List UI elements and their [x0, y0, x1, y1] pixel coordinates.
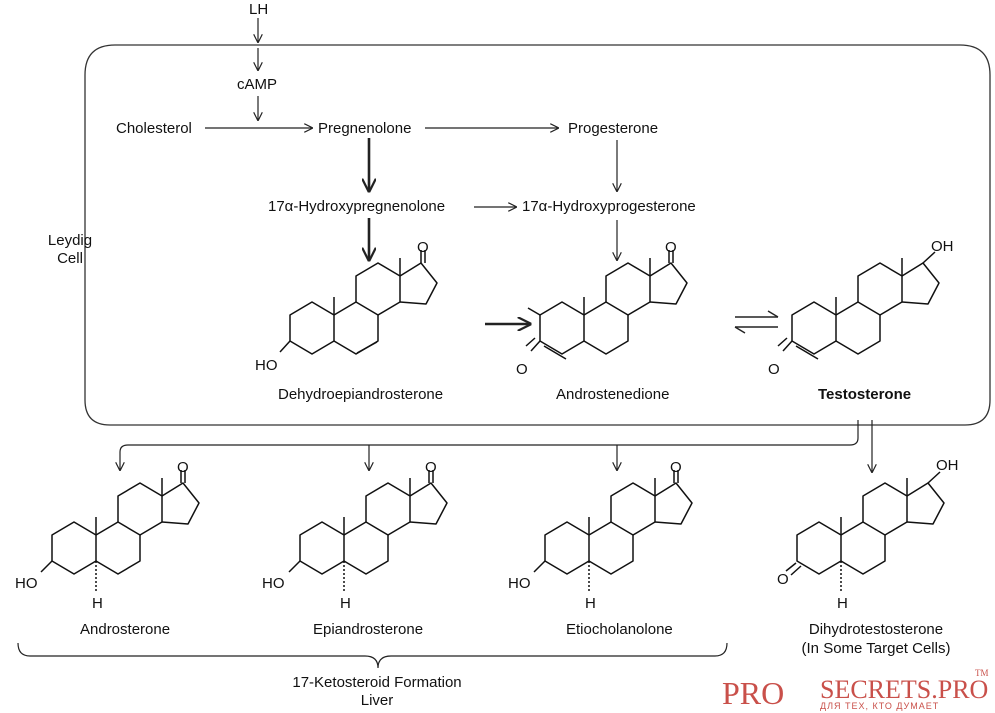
watermark-secrets-text: SECRETS.PRO — [820, 675, 989, 704]
label-cholesterol: Cholesterol — [116, 120, 192, 137]
androstenedione-keto-o-3: O — [516, 361, 528, 378]
label-lh: LH — [249, 1, 269, 18]
watermark-trademark: TM — [975, 668, 989, 678]
label-camp: cAMP — [237, 76, 278, 93]
dht-oh-group: OH — [936, 457, 959, 474]
dhea-ho-group: HO — [255, 357, 278, 374]
label-leydig: Leydig — [47, 232, 93, 249]
epiandrosterone-ho-group: HO — [262, 575, 285, 592]
etiocholanolone-ho-group: HO — [508, 575, 531, 592]
label-pregnenolone: Pregnenolone — [318, 120, 412, 137]
label-epiandrosterone: Epiandrosterone — [313, 621, 424, 638]
label-ketosteroid-formation: 17-Ketosteroid Formation — [292, 674, 462, 691]
label-dhea: Dehydroepiandrosterone — [278, 386, 444, 403]
label-17oh-progesterone: 17α-Hydroxyprogesterone — [522, 198, 696, 215]
label-androsterone: Androsterone — [80, 621, 171, 638]
label-etiocholanolone: Etiocholanolone — [566, 621, 673, 638]
etiocholanolone-structure — [533, 470, 693, 591]
dht-h-atom: H — [837, 595, 848, 612]
dhea-keto-o: O — [417, 239, 429, 256]
leydig-cell-boundary — [84, 44, 991, 426]
equilibrium-arrows — [734, 310, 779, 334]
label-androstenedione: Androstenedione — [556, 386, 670, 403]
dhea-structure — [279, 250, 438, 355]
label-dihydrotestosterone: Dihydrotestosterone — [808, 621, 944, 638]
testosterone-keto-o-3: O — [768, 361, 780, 378]
etiocholanolone-h-atom: H — [585, 595, 596, 612]
bracket-line-metabolites — [120, 420, 859, 470]
epiandrosterone-h-atom: H — [340, 595, 351, 612]
androstenedione-structure — [525, 250, 688, 360]
epiandrosterone-structure — [288, 470, 448, 591]
label-17oh-pregnenolone: 17α-Hydroxypregnenolone — [268, 198, 446, 215]
androsterone-h-atom: H — [92, 595, 103, 612]
watermark-tagline: ДЛЯ ТЕХ, КТО ДУМАЕТ — [820, 701, 940, 711]
label-liver: Liver — [360, 692, 394, 709]
testosterone-structure — [777, 251, 940, 360]
watermark-pro-text: PRO — [722, 675, 785, 711]
label-cell: Cell — [57, 250, 83, 267]
testosterone-oh-group: OH — [931, 238, 954, 255]
etiocholanolone-keto-o: O — [670, 459, 682, 476]
androsterone-ho-group: HO — [15, 575, 38, 592]
label-testosterone: Testosterone — [818, 386, 912, 403]
androsterone-keto-o: O — [177, 459, 189, 476]
label-dht-target-cells: (In Some Target Cells) — [801, 640, 951, 657]
label-progesterone: Progesterone — [568, 120, 659, 137]
epiandrosterone-keto-o: O — [425, 459, 437, 476]
dihydrotestosterone-structure — [785, 471, 945, 591]
androsterone-structure — [40, 470, 200, 591]
ketosteroid-bracket — [17, 642, 728, 669]
androstenedione-keto-o-17: O — [665, 239, 677, 256]
dht-keto-o-3: O — [777, 571, 789, 588]
